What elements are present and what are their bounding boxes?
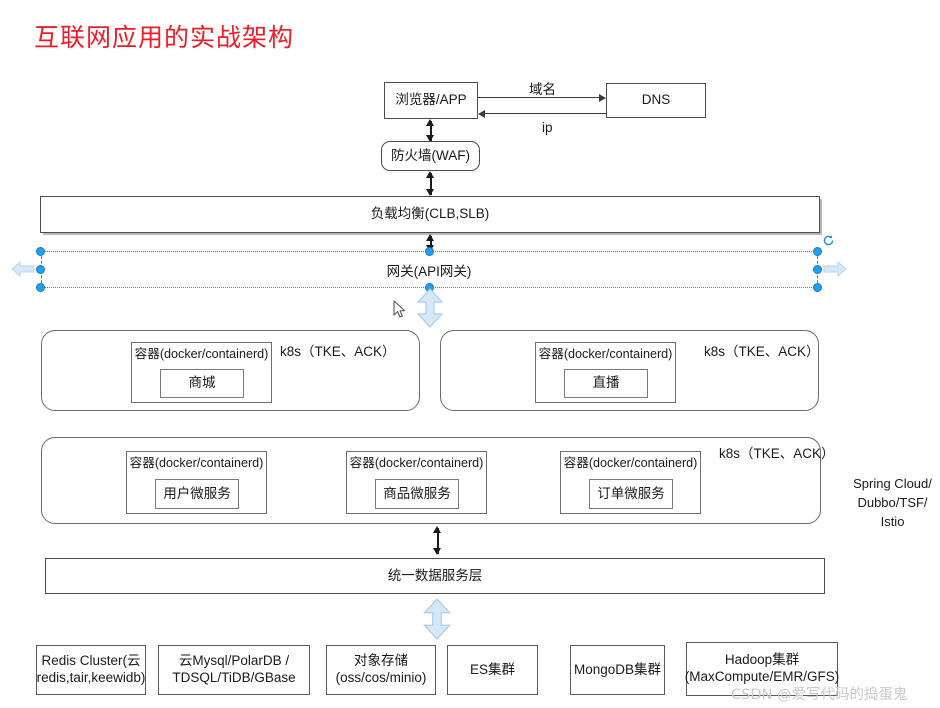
node-api-gateway-label: 网关(API网关) [386, 263, 472, 279]
storage-es-label: ES集群 [469, 661, 515, 677]
node-client-label: 浏览器/APP [395, 92, 467, 108]
edge-label-ip: ip [542, 120, 553, 135]
container-label-product: 容器(docker/containerd) [349, 456, 484, 470]
k8s-frame-mall[interactable]: 容器(docker/containerd) 商城 k8s（TKE、ACK） [41, 330, 420, 411]
container-box-order[interactable]: 容器(docker/containerd) 订单微服务 [560, 451, 701, 514]
edge-waf-lb-arrowhead-down [425, 189, 434, 196]
storage-redis-line-2: redis,tair,keewidb) [36, 670, 146, 685]
container-box-user[interactable]: 容器(docker/containerd) 用户微服务 [126, 451, 267, 514]
k8s-label-mall: k8s（TKE、ACK） [280, 344, 396, 359]
selection-handle-middle-right[interactable] [813, 265, 822, 274]
storage-object-line-1: 对象存储 [354, 653, 408, 669]
container-box-live[interactable]: 容器(docker/containerd) 直播 [535, 342, 676, 403]
connect-arrow-left-icon[interactable] [10, 259, 36, 284]
edge-microservices-data-arrowhead-down [432, 548, 441, 555]
edge-waf-lb-arrowhead-up [425, 171, 434, 178]
framework-line-3: Istio [880, 513, 905, 529]
mouse-cursor-icon [393, 300, 406, 319]
service-label-live: 直播 [592, 375, 620, 391]
edge-dns-to-client [485, 113, 606, 115]
node-load-balancer[interactable]: 负载均衡(CLB,SLB) [40, 196, 820, 233]
edge-lb-gateway [430, 236, 432, 250]
node-waf[interactable]: 防火墙(WAF) [381, 141, 480, 171]
storage-box-mongodb[interactable]: MongoDB集群 [570, 645, 665, 695]
selection-handle-top-left[interactable] [36, 247, 45, 256]
storage-box-redis[interactable]: Redis Cluster(云 redis,tair,keewidb) [36, 645, 146, 695]
container-box-product[interactable]: 容器(docker/containerd) 商品微服务 [346, 451, 487, 514]
framework-line-1: Spring Cloud/ [853, 476, 932, 491]
edge-dns-to-client-arrowhead [478, 109, 485, 118]
edge-client-waf-arrowhead-down [425, 135, 434, 142]
edge-microservices-data [437, 528, 439, 554]
container-label-mall: 容器(docker/containerd) [134, 347, 269, 361]
container-label-order: 容器(docker/containerd) [563, 456, 698, 470]
service-box-order[interactable]: 订单微服务 [589, 479, 673, 509]
container-box-mall[interactable]: 容器(docker/containerd) 商城 [131, 342, 272, 403]
page-title: 互联网应用的实战架构 [34, 23, 295, 52]
selection-handle-bottom-right[interactable] [813, 283, 822, 292]
node-data-service-layer[interactable]: 统一数据服务层 [45, 558, 825, 594]
storage-box-es[interactable]: ES集群 [447, 645, 538, 695]
selection-handle-top-center[interactable] [425, 247, 434, 256]
selection-handle-middle-left[interactable] [36, 265, 45, 274]
framework-label: Spring Cloud/ Dubbo/TSF/ Istio [845, 475, 940, 532]
node-dns[interactable]: DNS [606, 83, 706, 118]
container-label-live: 容器(docker/containerd) [538, 347, 673, 361]
selection-handle-top-right[interactable] [813, 247, 822, 256]
node-dns-label: DNS [641, 92, 671, 108]
data-storage-connector-arrow-icon[interactable] [421, 598, 453, 645]
service-box-live[interactable]: 直播 [564, 369, 648, 398]
node-data-service-layer-label: 统一数据服务层 [387, 567, 483, 583]
storage-mysql-line-2: TDSQL/TiDB/GBase [172, 670, 296, 685]
container-label-user: 容器(docker/containerd) [129, 456, 264, 470]
node-load-balancer-label: 负载均衡(CLB,SLB) [370, 206, 490, 222]
service-label-user: 用户微服务 [163, 485, 231, 501]
service-label-mall: 商城 [188, 375, 216, 391]
edge-client-to-dns-arrowhead [599, 93, 606, 102]
edge-waf-lb [430, 173, 432, 195]
selection-handle-bottom-left[interactable] [36, 283, 45, 292]
service-label-order: 订单微服务 [597, 485, 665, 501]
k8s-label-live: k8s（TKE、ACK） [704, 344, 820, 359]
service-box-mall[interactable]: 商城 [160, 369, 244, 398]
edge-microservices-data-arrowhead-up [432, 526, 441, 533]
edge-client-waf [430, 121, 432, 141]
k8s-label-microservices: k8s（TKE、ACK） [719, 446, 835, 461]
edge-label-domain: 域名 [529, 82, 556, 97]
service-box-user[interactable]: 用户微服务 [155, 479, 239, 509]
storage-mysql-line-1: 云Mysql/PolarDB / [178, 653, 290, 669]
edge-lb-gateway-arrowhead-up [425, 234, 434, 241]
connect-arrow-down-icon[interactable] [415, 288, 445, 333]
edge-client-to-dns [478, 97, 600, 99]
connect-arrow-right-icon[interactable] [822, 259, 848, 284]
k8s-frame-microservices[interactable]: 容器(docker/containerd) 用户微服务 容器(docker/co… [41, 437, 835, 524]
service-label-product: 商品微服务 [383, 485, 451, 501]
storage-mongodb-label: MongoDB集群 [573, 661, 662, 677]
k8s-frame-live[interactable]: 容器(docker/containerd) 直播 k8s（TKE、ACK） [440, 330, 820, 411]
storage-object-line-2: (oss/cos/minio) [335, 670, 427, 685]
storage-hadoop-line-1: Hadoop集群 [724, 652, 800, 668]
node-api-gateway[interactable]: 网关(API网关) [40, 251, 818, 288]
edge-client-waf-arrowhead-up [425, 119, 434, 126]
storage-hadoop-line-2: (MaxCompute/EMR/GFS) [684, 669, 840, 684]
storage-box-mysql[interactable]: 云Mysql/PolarDB / TDSQL/TiDB/GBase [158, 645, 310, 695]
node-waf-label: 防火墙(WAF) [391, 147, 470, 163]
rotate-handle-icon[interactable] [822, 234, 835, 247]
storage-box-hadoop[interactable]: Hadoop集群 (MaxCompute/EMR/GFS) [684, 642, 840, 696]
storage-redis-line-1: Redis Cluster(云 [41, 653, 141, 669]
node-client[interactable]: 浏览器/APP [384, 82, 478, 119]
watermark: CSDN @爱写代码的捣蛋鬼 [731, 687, 908, 703]
framework-line-2: Dubbo/TSF/ [857, 494, 928, 510]
storage-box-object-storage[interactable]: 对象存储 (oss/cos/minio) [326, 645, 436, 695]
service-box-product[interactable]: 商品微服务 [375, 479, 459, 509]
